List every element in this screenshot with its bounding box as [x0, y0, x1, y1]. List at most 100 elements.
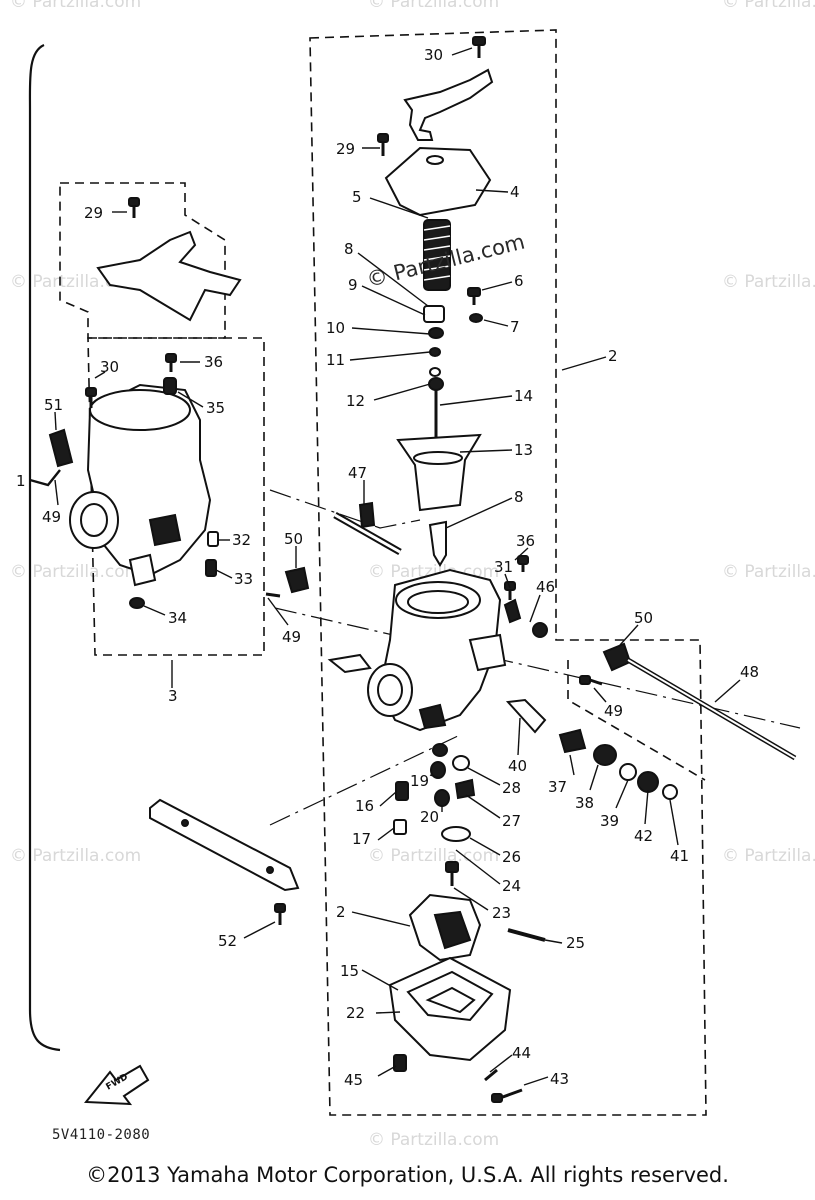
callout-label: 37	[548, 778, 567, 796]
callout-label: 39	[600, 812, 619, 830]
pilot-screw-part	[593, 744, 617, 766]
washer	[428, 377, 444, 391]
callout-label: 1	[16, 472, 26, 490]
diaphragm-cover	[384, 146, 492, 217]
callout-label: 3	[168, 687, 178, 705]
piston-valve	[396, 433, 482, 512]
jet-part	[454, 778, 476, 800]
callout-label: 38	[575, 794, 594, 812]
callout-label: 2	[336, 903, 346, 921]
callout-label: 6	[514, 272, 524, 290]
callout-label: 26	[502, 848, 521, 866]
spring	[205, 559, 217, 577]
callout-label: 36	[516, 532, 535, 550]
callout-label: 10	[326, 319, 345, 337]
screw-part	[165, 353, 177, 372]
copyright-notice: ©2013 Yamaha Motor Corporation, U.S.A. A…	[86, 1163, 729, 1187]
clip	[428, 327, 444, 339]
screw-part	[579, 675, 603, 686]
callout-labels: 30 29 4 5 8 9 6 7 2 10 11 12 14 13 8 47 …	[16, 46, 759, 1089]
callout-label: 42	[634, 827, 653, 845]
screw-part	[472, 36, 486, 58]
callout-label: 8	[514, 488, 524, 506]
carburetor-body-right	[327, 568, 548, 732]
callout-label: 7	[510, 318, 520, 336]
screw-part	[393, 1054, 407, 1072]
exploded-carburetor-diagram: FWD	[16, 29, 801, 1116]
assembly-group-3	[87, 337, 265, 656]
screw-part	[504, 581, 516, 600]
callout-label: 19	[410, 772, 429, 790]
screw-part	[517, 555, 529, 572]
callout-label: 2	[608, 347, 618, 365]
callout-label: 29	[84, 204, 103, 222]
front-direction-arrow: FWD	[83, 1064, 150, 1106]
callout-label: 36	[204, 353, 223, 371]
callout-label: 29	[336, 140, 355, 158]
screw-part	[445, 861, 459, 886]
screw-part	[274, 903, 286, 925]
callout-label: 11	[326, 351, 345, 369]
screw-part	[85, 387, 97, 408]
screw-part	[377, 133, 389, 156]
callout-label: 27	[502, 812, 521, 830]
assembly-bracket	[28, 43, 61, 1052]
carburetor-body-left	[69, 383, 212, 587]
screw-part	[265, 592, 281, 598]
callout-label: 43	[550, 1070, 569, 1088]
assembly-group-2	[309, 29, 707, 1116]
callout-label: 51	[44, 396, 63, 414]
callout-label: 14	[514, 387, 533, 405]
callout-label: 30	[100, 358, 119, 376]
spring	[163, 377, 177, 395]
callout-label: 24	[502, 877, 521, 895]
callout-label: 15	[340, 962, 359, 980]
callout-label: 4	[510, 183, 520, 201]
needle-seat	[423, 305, 445, 323]
clip	[48, 428, 74, 468]
callout-label: 31	[494, 558, 513, 576]
callout-label: 9	[348, 276, 358, 294]
callout-label: 50	[284, 530, 303, 548]
lever-bracket	[96, 230, 242, 322]
callout-label: 23	[492, 904, 511, 922]
float-pin	[507, 928, 546, 942]
callout-label: 30	[424, 46, 443, 64]
callout-label: 8	[344, 240, 354, 258]
callout-label: 52	[218, 932, 237, 950]
callout-label: 50	[634, 609, 653, 627]
callout-label: 20	[420, 808, 439, 826]
callout-label: 22	[346, 1004, 365, 1022]
washer	[429, 347, 441, 357]
callout-label: 12	[346, 392, 365, 410]
washer	[619, 763, 637, 781]
clip	[429, 367, 441, 377]
cap	[662, 784, 678, 800]
screw-part	[207, 531, 219, 547]
plug	[393, 819, 407, 835]
o-ring	[637, 771, 659, 793]
hose	[29, 469, 61, 487]
callout-label: 41	[670, 847, 689, 865]
callout-label: 35	[206, 399, 225, 417]
spring	[423, 219, 451, 291]
pin	[484, 1068, 498, 1082]
callout-label: 47	[348, 464, 367, 482]
callout-label: 44	[512, 1044, 531, 1062]
screw-part	[467, 287, 481, 305]
washer	[432, 743, 448, 757]
callout-label: 32	[232, 531, 251, 549]
washer	[469, 313, 483, 323]
diagram-part-code: 5V4110-2080	[52, 1127, 151, 1143]
throttle-stop	[505, 698, 547, 734]
screw-part	[491, 1088, 523, 1103]
connecting-plate	[149, 798, 300, 892]
callout-label: 13	[514, 441, 533, 459]
gasket	[441, 826, 471, 842]
needle-jet	[428, 520, 447, 567]
o-ring	[452, 755, 470, 771]
lever-bracket	[403, 68, 494, 141]
callout-label: 49	[282, 628, 301, 646]
callout-label: 46	[536, 578, 555, 596]
